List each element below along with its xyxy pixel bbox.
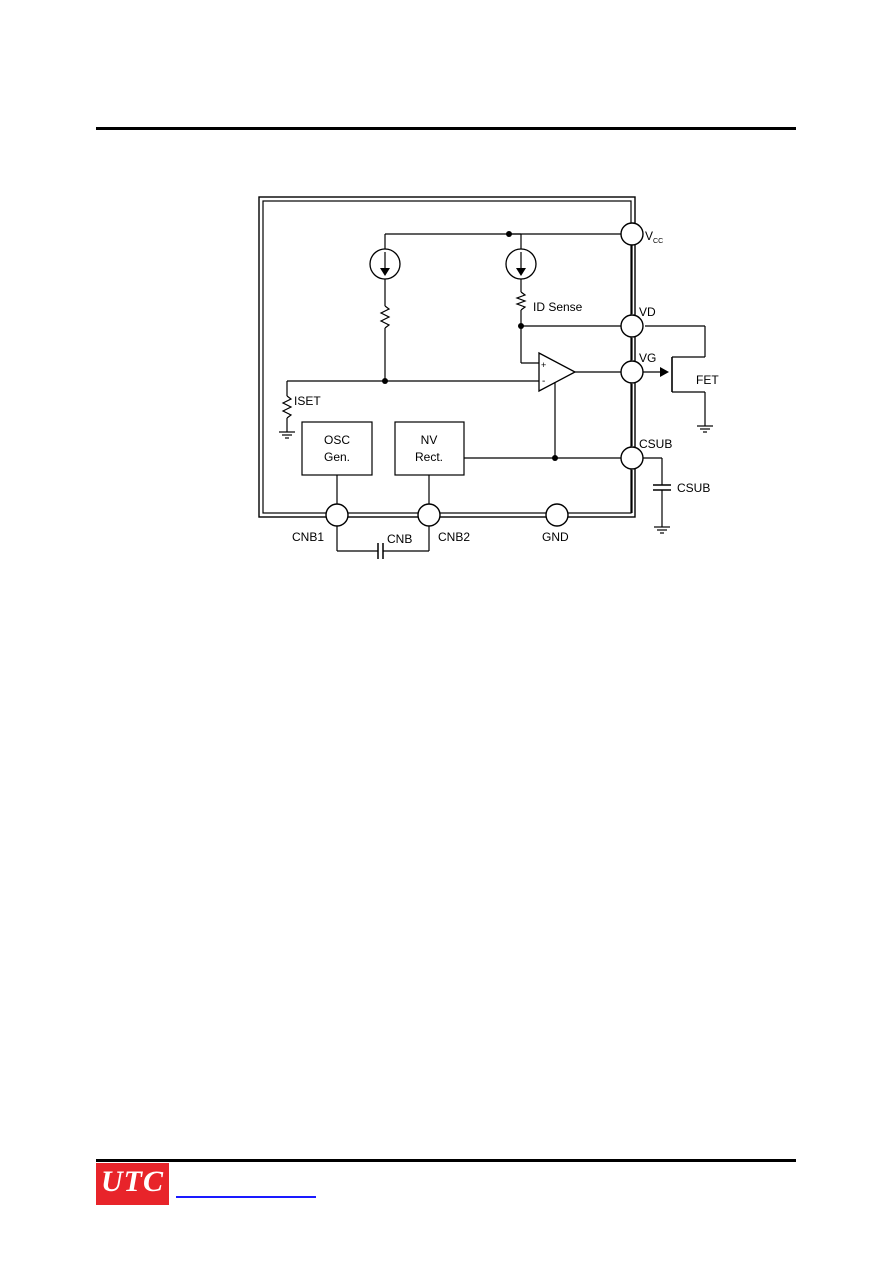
nv-label-1: NV <box>421 433 438 447</box>
footer-rule <box>96 1159 796 1162</box>
opamp-plus: + <box>541 360 546 370</box>
opamp-minus: - <box>542 376 545 387</box>
ic-outline-outer <box>258 196 636 518</box>
pin-vg-label: VG <box>639 351 656 365</box>
pin-vd <box>620 314 644 338</box>
pin-cnb2-label: CNB2 <box>438 530 470 544</box>
osc-label-2: Gen. <box>324 450 350 464</box>
utc-logo: UTC <box>96 1163 169 1205</box>
cnb-capacitor <box>377 543 384 559</box>
nv-label-2: Rect. <box>415 450 443 464</box>
resistor-id-sense <box>515 291 527 311</box>
header-rule <box>96 127 796 130</box>
fet-symbol <box>643 356 706 426</box>
resistor-left <box>379 305 391 329</box>
op-amp: + - <box>538 351 577 393</box>
ground-fet-icon <box>697 425 713 433</box>
fet-label: FET <box>696 373 719 387</box>
osc-label-1: OSC <box>324 433 350 447</box>
pin-vcc-label: VCC <box>645 229 663 245</box>
id-sense-label: ID Sense <box>533 300 583 314</box>
pin-cnb2 <box>417 503 441 527</box>
ic-outline-inner <box>262 200 632 514</box>
iset-label: ISET <box>294 394 321 408</box>
resistor-iset <box>281 395 293 419</box>
footer-link[interactable] <box>176 1196 316 1198</box>
pin-gnd-label: GND <box>542 530 569 544</box>
ground-iset-icon <box>279 431 295 439</box>
osc-gen-block: OSC Gen. <box>301 421 373 476</box>
csub-capacitor <box>653 484 671 491</box>
pin-vd-label: VD <box>639 305 656 319</box>
utc-logo-text: UTC <box>101 1165 164 1198</box>
pin-vcc <box>620 222 644 246</box>
current-source-left <box>369 248 401 280</box>
pin-csub-label: CSUB <box>639 437 672 451</box>
pin-cnb1-label: CNB1 <box>292 530 324 544</box>
cnb-cap-label: CNB <box>387 532 412 546</box>
pin-cnb1 <box>325 503 349 527</box>
current-source-right <box>505 248 537 280</box>
pin-gnd <box>545 503 569 527</box>
nv-rect-block: NV Rect. <box>394 421 465 476</box>
csub-cap-label: CSUB <box>677 481 710 495</box>
ground-csub-icon <box>654 526 670 534</box>
